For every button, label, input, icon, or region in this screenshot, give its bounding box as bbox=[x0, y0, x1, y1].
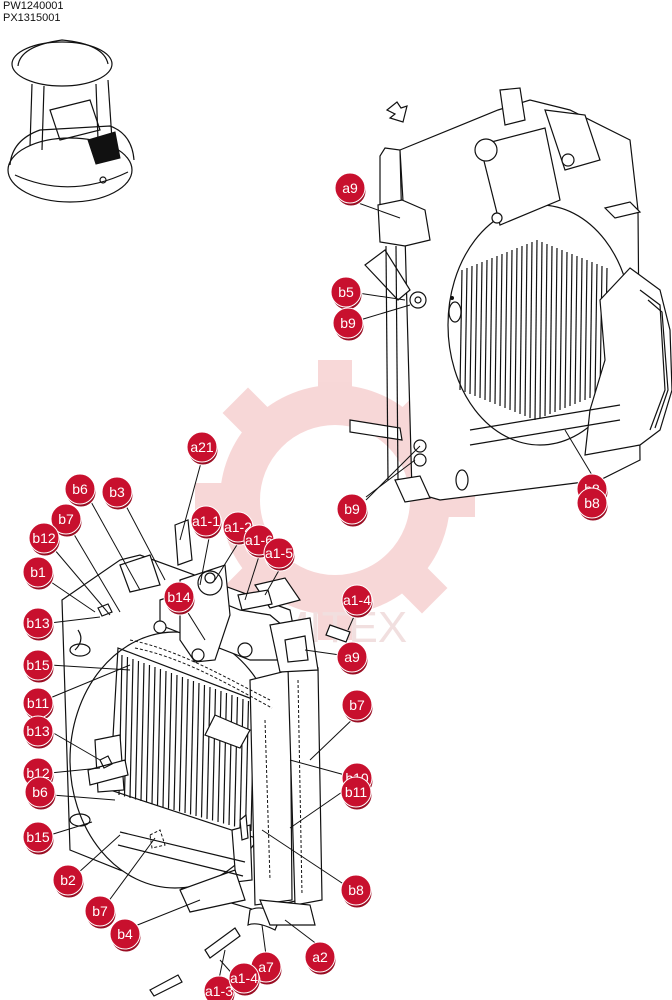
callout-a1-2: a1-2 bbox=[222, 511, 255, 546]
callout-b3: b3 bbox=[101, 476, 134, 511]
callout-b15: b15 bbox=[22, 649, 55, 684]
callout-b9: b9 bbox=[332, 307, 365, 342]
callout-text: b7 bbox=[58, 511, 74, 527]
callout-b8: b8 bbox=[340, 874, 373, 909]
callout-text: a2 bbox=[312, 949, 328, 965]
callout-text: b9 bbox=[340, 315, 356, 331]
callout-text: a9 bbox=[344, 649, 360, 665]
diagram-code-2: PX1315001 bbox=[3, 12, 61, 24]
callout-labels: a9b5b9b8b8b9a21b6b3b7b12b1b13b15b11b13b1… bbox=[22, 172, 609, 1000]
callout-b2: b2 bbox=[52, 864, 85, 899]
callout-text: b9 bbox=[344, 501, 360, 517]
callout-b1: b1 bbox=[22, 556, 55, 591]
callout-b5: b5 bbox=[330, 276, 363, 311]
callout-a1-1: a1-1 bbox=[190, 505, 223, 540]
callout-b8: b8 bbox=[576, 487, 609, 522]
callout-b15: b15 bbox=[22, 821, 55, 856]
callout-text: a1-1 bbox=[192, 513, 220, 529]
callout-text: a1-5 bbox=[265, 545, 293, 561]
callout-b6: b6 bbox=[24, 776, 57, 811]
callout-text: a9 bbox=[342, 180, 358, 196]
callout-text: b2 bbox=[60, 872, 76, 888]
callout-text: b7 bbox=[92, 903, 108, 919]
callout-text: b8 bbox=[584, 495, 600, 511]
excavator-thumbnail bbox=[7, 39, 135, 203]
direction-arrow-icon bbox=[385, 101, 408, 123]
callout-text: a7 bbox=[258, 959, 274, 975]
callout-text: a21 bbox=[190, 439, 214, 455]
callout-b7: b7 bbox=[341, 689, 374, 724]
callout-text: b4 bbox=[117, 926, 133, 942]
callout-b13: b13 bbox=[22, 715, 55, 750]
callout-a2: a2 bbox=[304, 941, 337, 976]
callout-text: b14 bbox=[167, 589, 191, 605]
callout-text: b1 bbox=[30, 564, 46, 580]
callout-text: b15 bbox=[26, 657, 50, 673]
callout-text: b11 bbox=[27, 695, 50, 711]
callout-a1-3: a1-3 bbox=[203, 975, 236, 1000]
callout-b14: b14 bbox=[163, 581, 196, 616]
callout-text: b8 bbox=[348, 882, 364, 898]
callout-a1-5: a1-5 bbox=[263, 537, 296, 572]
callout-text: b15 bbox=[26, 829, 50, 845]
callout-b13: b13 bbox=[22, 607, 55, 642]
callout-text: a1-2 bbox=[224, 519, 252, 535]
callout-b7: b7 bbox=[84, 895, 117, 930]
callout-a1-4: a1-4 bbox=[228, 962, 261, 997]
callout-a21: a21 bbox=[186, 431, 219, 466]
callout-text: b12 bbox=[32, 530, 56, 546]
callout-b6: b6 bbox=[64, 473, 97, 508]
callout-text: b11 bbox=[345, 784, 368, 800]
callout-text: b6 bbox=[72, 481, 88, 497]
leader-lines bbox=[47, 199, 596, 980]
callout-a9: a9 bbox=[334, 172, 367, 207]
callout-text: a1-6 bbox=[245, 532, 273, 548]
callout-b11: b11 bbox=[22, 687, 55, 722]
callout-b12: b12 bbox=[28, 522, 61, 557]
callout-a9: a9 bbox=[336, 641, 369, 676]
callout-text: a1-4 bbox=[230, 970, 258, 986]
callout-text: b13 bbox=[26, 615, 50, 631]
callout-b4: b4 bbox=[109, 918, 142, 953]
lower-radiator-assembly bbox=[61, 519, 351, 997]
callout-a1-4: a1-4 bbox=[341, 584, 374, 619]
callout-text: b7 bbox=[349, 697, 365, 713]
callout-b9: b9 bbox=[336, 493, 369, 528]
callout-b11: b11 bbox=[340, 776, 373, 811]
callout-text: b3 bbox=[109, 484, 125, 500]
upper-shroud-assembly bbox=[349, 87, 672, 503]
callout-text: a1-4 bbox=[343, 592, 371, 608]
diagram-code-1: PW1240001 bbox=[3, 0, 64, 12]
callout-text: b12 bbox=[26, 765, 50, 781]
callout-text: a1-3 bbox=[205, 983, 233, 999]
callout-text: b13 bbox=[26, 723, 50, 739]
callout-text: b5 bbox=[338, 284, 354, 300]
callout-text: b6 bbox=[32, 784, 48, 800]
callout-b7: b7 bbox=[50, 503, 83, 538]
